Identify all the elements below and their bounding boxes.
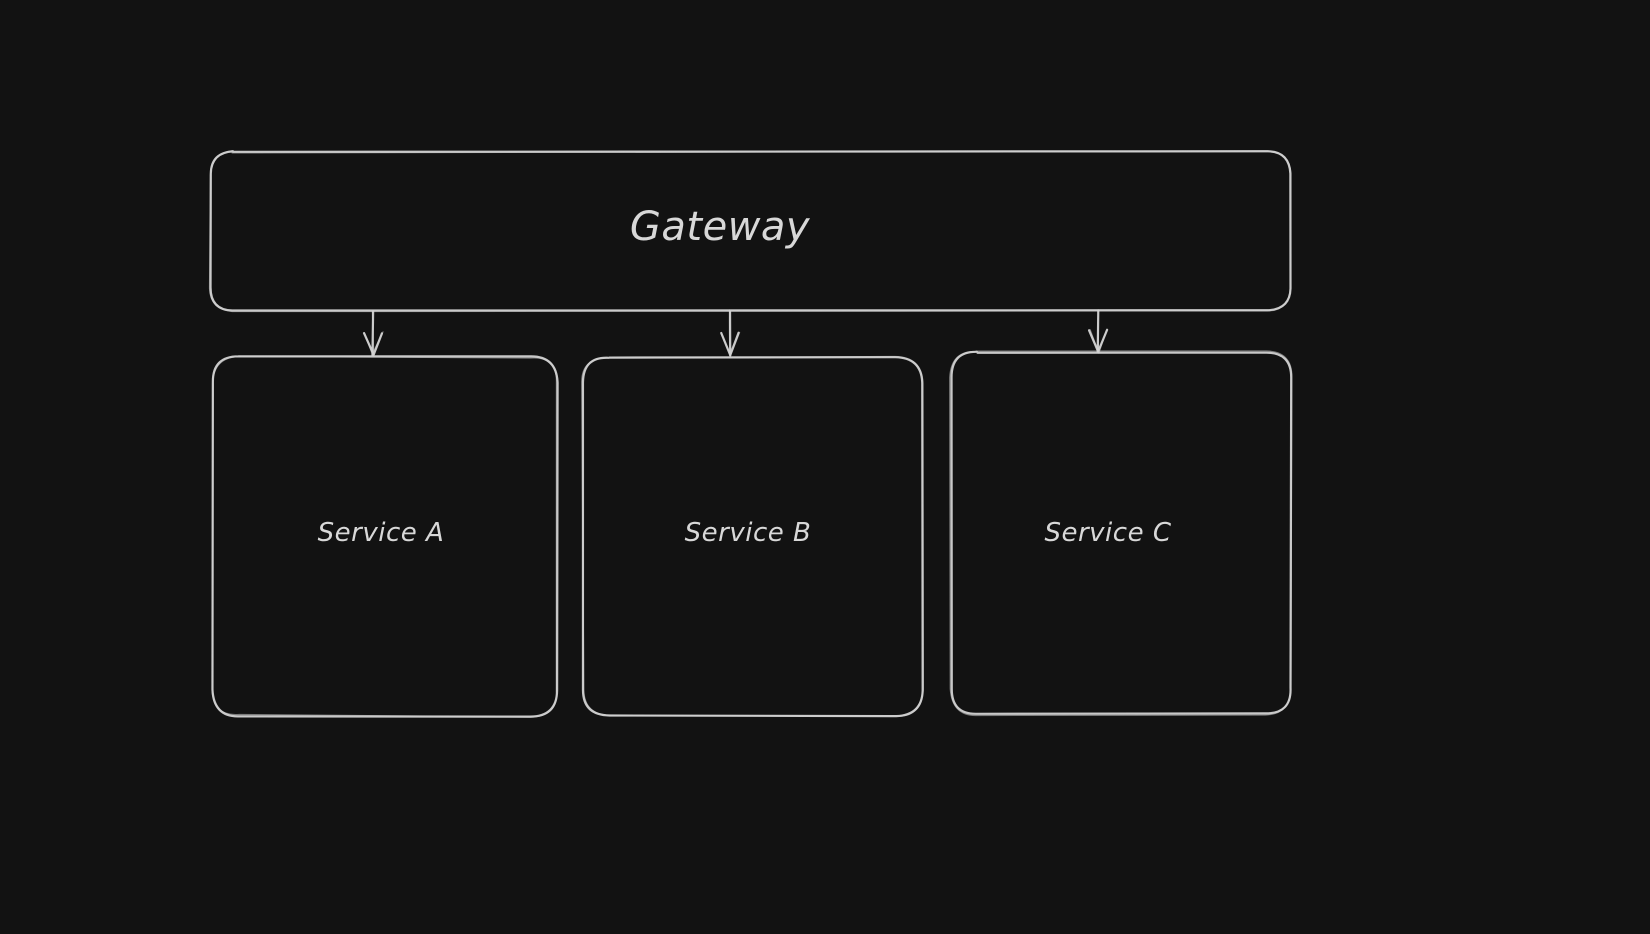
node-service-c[interactable] (949, 350, 1293, 717)
node-service-a[interactable] (211, 355, 559, 718)
node-outline (208, 150, 1292, 313)
edge-gateway-to-service-a[interactable] (362, 310, 384, 357)
edges-group (362, 309, 1109, 357)
node-gateway[interactable] (208, 150, 1292, 313)
node-service-b[interactable] (581, 355, 924, 718)
node-outline (211, 355, 558, 718)
node-outline (581, 356, 924, 718)
node-outline (950, 350, 1293, 715)
edge-arrowhead-icon (720, 331, 741, 356)
edge-arrowhead-icon (1089, 329, 1108, 354)
nodes-group (208, 150, 1293, 718)
node-outline (581, 355, 924, 717)
edge-gateway-to-service-c[interactable] (1087, 309, 1109, 354)
edge-gateway-to-service-b[interactable] (720, 309, 741, 357)
node-outline (949, 350, 1293, 717)
edge-arrowhead-icon (363, 331, 384, 355)
edge-shaft (728, 309, 731, 356)
node-outline (209, 150, 1292, 312)
node-outline (211, 355, 559, 718)
